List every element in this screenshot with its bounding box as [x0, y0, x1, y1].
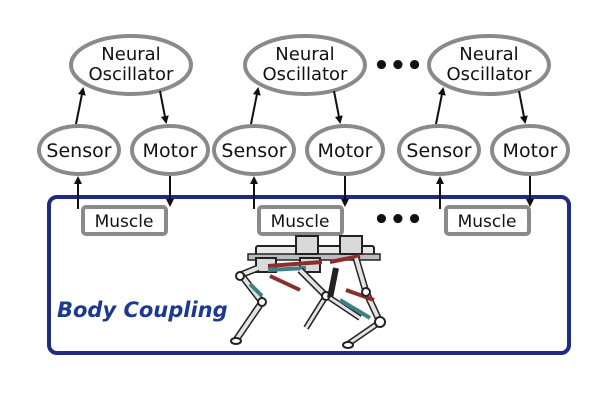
- sensor-label: Sensor: [406, 140, 471, 162]
- oscillator-label-line2: Oscillator: [89, 64, 175, 85]
- arrow-oscillator-to-motor: [159, 90, 169, 124]
- sensor-node: [212, 124, 296, 176]
- neural-oscillator-node: [69, 34, 193, 96]
- muscle-label: Muscle: [271, 212, 330, 232]
- sensor-label: Sensor: [46, 140, 111, 162]
- muscle-label: Muscle: [458, 212, 517, 232]
- neural-oscillator-node: [243, 34, 367, 96]
- motor-label: Motor: [143, 140, 198, 162]
- muscle-label: Muscle: [95, 212, 154, 232]
- motor-node: [305, 124, 385, 176]
- body-coupling-frame: [47, 195, 571, 355]
- neural-oscillator-node: [427, 34, 551, 96]
- arrow-sensor-to-oscillator: [435, 87, 446, 125]
- arrow-oscillator-to-motor: [333, 90, 343, 124]
- motor-node: [490, 124, 570, 176]
- muscle-node: [81, 205, 168, 236]
- arrow-sensor-to-oscillator: [75, 87, 86, 125]
- muscle-node: [257, 205, 344, 236]
- sensor-node: [37, 124, 121, 176]
- control-unit-1: Neural Oscillator Sensor Motor Muscle: [37, 34, 210, 236]
- control-unit-3: Neural Oscillator Sensor Motor Muscle: [397, 34, 570, 236]
- oscillator-label-line1: Neural: [101, 44, 160, 65]
- motor-label: Motor: [318, 140, 373, 162]
- sensor-label: Sensor: [221, 140, 286, 162]
- motor-label: Motor: [503, 140, 558, 162]
- muscle-node: [444, 205, 531, 236]
- arrow-oscillator-to-motor: [518, 90, 528, 124]
- arrow-sensor-to-oscillator: [250, 87, 261, 125]
- ellipsis-top: •••: [373, 51, 423, 81]
- ellipsis-muscle: •••: [373, 205, 423, 235]
- body-coupling-label: Body Coupling: [57, 298, 228, 322]
- oscillator-label-line2: Oscillator: [447, 64, 533, 85]
- sensor-node: [397, 124, 481, 176]
- oscillator-label-line2: Oscillator: [263, 64, 349, 85]
- motor-node: [130, 124, 210, 176]
- oscillator-label-line1: Neural: [459, 44, 518, 65]
- oscillator-label-line1: Neural: [275, 44, 334, 65]
- control-unit-2: Neural Oscillator Sensor Motor Muscle: [212, 34, 385, 236]
- quadruped-robot-illustration: [230, 235, 386, 349]
